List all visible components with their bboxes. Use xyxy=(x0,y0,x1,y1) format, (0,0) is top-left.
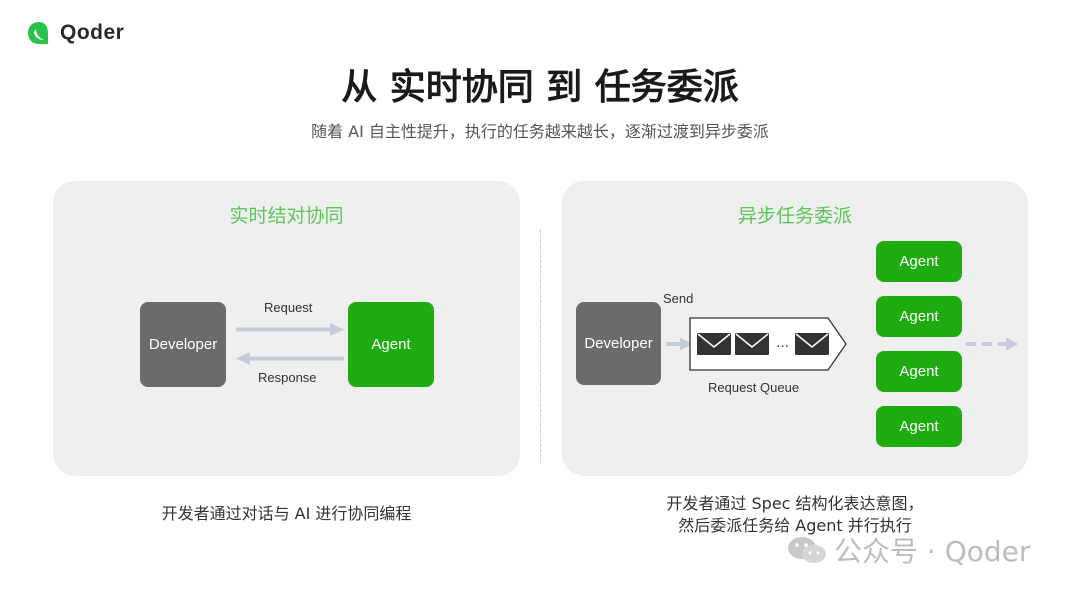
envelope-icon xyxy=(795,333,829,355)
dispatch-dashed-arrow xyxy=(966,337,1018,351)
agent-label: Agent xyxy=(899,253,939,270)
page-title: 从 实时协同 到 任务委派 xyxy=(341,67,739,108)
envelope-icon xyxy=(735,333,769,355)
agent-box-3: Agent xyxy=(876,351,962,392)
send-label: Send xyxy=(663,291,694,306)
developer-label: Developer xyxy=(148,336,218,353)
right-caption-line-1: 开发者通过 Spec 结构化表达意图， xyxy=(666,494,924,513)
request-label: Request xyxy=(264,300,313,315)
qoder-logo-icon xyxy=(28,22,48,44)
developer-label: Developer xyxy=(584,335,653,352)
response-label: Response xyxy=(258,370,317,385)
left-caption: 开发者通过对话与 AI 进行协同编程 xyxy=(161,504,412,523)
page-subtitle: 随着 AI 自主性提升，执行的任务越来越长，逐渐过渡到异步委派 xyxy=(311,122,769,141)
response-arrow xyxy=(236,352,344,365)
realtime-panel-title: 实时结对协同 xyxy=(229,205,344,227)
watermark-text: 公众号 · Qoder xyxy=(834,535,1031,568)
wechat-icon xyxy=(788,537,826,563)
send-arrow xyxy=(666,337,692,351)
agent-box-1: Agent xyxy=(876,241,962,282)
envelope-icon xyxy=(697,333,731,355)
developer-box-left: Developer xyxy=(140,302,226,387)
developer-box-right: Developer xyxy=(576,302,661,385)
qoder-logo: Qoder xyxy=(26,18,136,48)
agent-label: Agent xyxy=(371,336,411,353)
queue-ellipsis: … xyxy=(776,336,789,351)
async-panel-title: 异步任务委派 xyxy=(737,205,852,227)
request-arrow xyxy=(236,323,344,336)
agent-label: Agent xyxy=(899,308,939,325)
brand-name: Qoder xyxy=(60,21,125,44)
agent-box-2: Agent xyxy=(876,296,962,337)
right-caption-line-2: 然后委派任务给 Agent 并行执行 xyxy=(678,516,912,535)
agent-box-4: Agent xyxy=(876,406,962,447)
right-caption: 开发者通过 Spec 结构化表达意图， 然后委派任务给 Agent 并行执行 xyxy=(562,493,1028,537)
agent-label: Agent xyxy=(899,363,939,380)
watermark: 公众号 · Qoder xyxy=(786,530,1030,570)
queue-label: Request Queue xyxy=(708,380,800,395)
agent-label: Agent xyxy=(899,418,939,435)
panel-divider xyxy=(540,230,541,462)
agent-box-left: Agent xyxy=(348,302,434,387)
